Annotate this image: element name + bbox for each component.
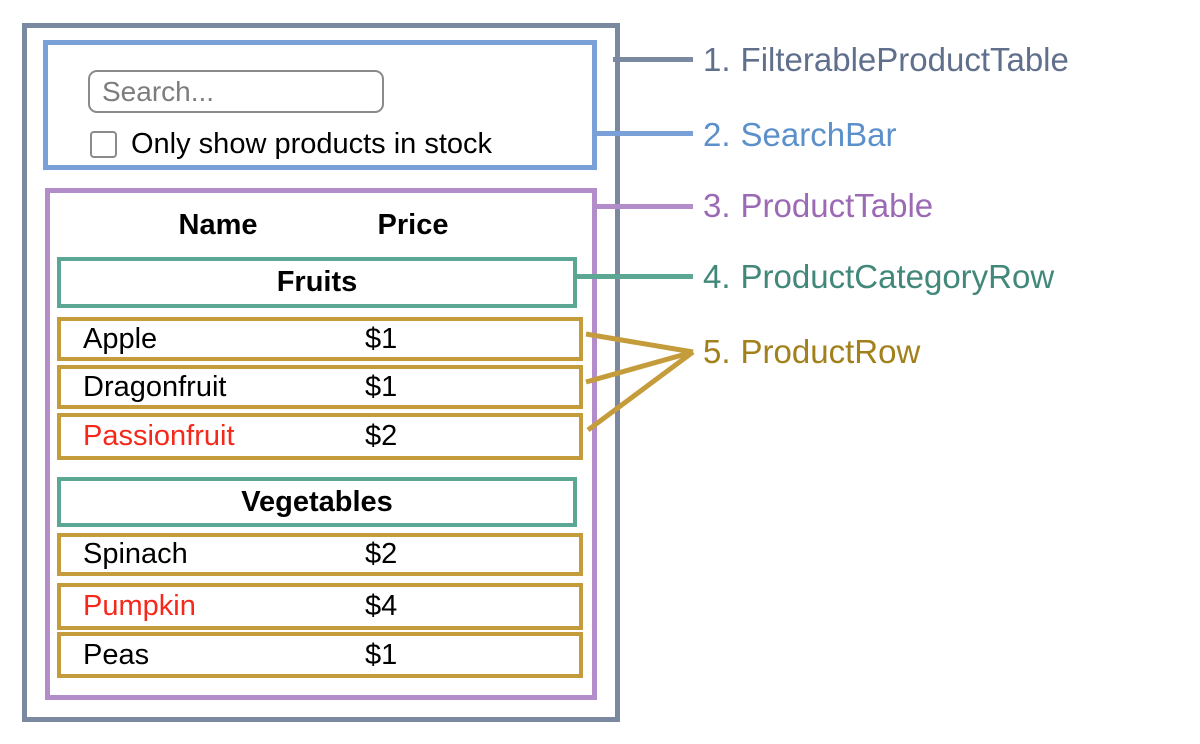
product-row-dragonfruit: Dragonfruit $1 xyxy=(57,365,583,409)
product-name: Pumpkin xyxy=(83,590,196,622)
legend-number: 2. xyxy=(703,116,731,153)
product-price: $1 xyxy=(365,638,398,671)
product-row-apple: Apple $1 xyxy=(57,317,583,361)
product-row-spinach: Spinach $2 xyxy=(57,533,583,576)
product-name: Peas xyxy=(83,638,150,671)
product-price: $2 xyxy=(365,420,398,452)
search-input[interactable] xyxy=(88,70,384,113)
connector-line-product-table xyxy=(595,204,693,209)
product-table-box: Name Price Fruits Apple $1 Dragonfruit $… xyxy=(45,188,597,700)
legend-item-product-category-row: 4. ProductCategoryRow xyxy=(703,258,1054,296)
product-price: $4 xyxy=(365,590,398,622)
legend-text: ProductTable xyxy=(740,187,934,224)
legend-text: ProductRow xyxy=(740,333,921,370)
category-row-vegetables: Vegetables xyxy=(57,477,577,527)
stock-checkbox-label: Only show products in stock xyxy=(131,127,493,160)
legend-item-product-row: 5. ProductRow xyxy=(703,333,920,371)
search-bar-box: Only show products in stock xyxy=(43,40,597,170)
product-name: Apple xyxy=(83,322,158,355)
column-header-name: Name xyxy=(178,208,258,241)
category-label: Fruits xyxy=(276,266,358,298)
legend-item-product-table: 3. ProductTable xyxy=(703,187,933,225)
connector-line-product-category-row xyxy=(575,274,693,279)
product-row-peas: Peas $1 xyxy=(57,632,583,678)
legend-item-filterable-product-table: 1. FilterableProductTable xyxy=(703,41,1069,79)
category-label: Vegetables xyxy=(241,485,393,518)
product-price: $1 xyxy=(365,370,398,403)
legend-text: SearchBar xyxy=(740,116,897,153)
legend-item-search-bar: 2. SearchBar xyxy=(703,116,896,154)
product-name: Passionfruit xyxy=(83,420,235,452)
legend-text: ProductCategoryRow xyxy=(740,258,1055,295)
legend-number: 5. xyxy=(703,333,731,370)
product-name: Dragonfruit xyxy=(83,370,227,403)
product-price: $2 xyxy=(365,538,398,570)
product-row-passionfruit: Passionfruit $2 xyxy=(57,413,583,460)
product-name: Spinach xyxy=(83,538,188,570)
legend-text: FilterableProductTable xyxy=(740,41,1069,78)
column-header-price: Price xyxy=(377,208,449,241)
connector-line-search-bar xyxy=(595,131,693,136)
product-row-pumpkin: Pumpkin $4 xyxy=(57,583,583,630)
product-price: $1 xyxy=(365,322,398,355)
stock-only-checkbox[interactable] xyxy=(90,130,117,158)
stock-filter-row: Only show products in stock xyxy=(90,127,493,160)
connector-line-filterable-product-table xyxy=(613,57,693,62)
table-header-row: Name Price xyxy=(50,203,592,247)
legend-number: 1. xyxy=(703,41,731,78)
legend-number: 3. xyxy=(703,187,731,224)
legend-number: 4. xyxy=(703,258,731,295)
category-row-fruits: Fruits xyxy=(57,257,577,308)
